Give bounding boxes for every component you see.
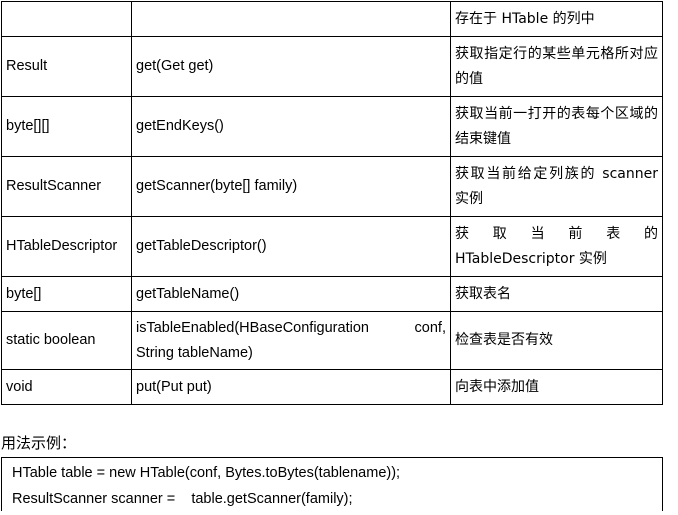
table-row: Result get(Get get) 获取指定行的某些单元格所对应的值 xyxy=(1,36,663,97)
description-cell: 获取当前一打开的表每个区域的结束键值 xyxy=(450,96,663,157)
type-cell: ResultScanner xyxy=(1,156,132,217)
table-row: 存在于 HTable 的列中 xyxy=(1,1,663,37)
type-cell: byte[][] xyxy=(1,96,132,157)
description-cell: 获取指定行的某些单元格所对应的值 xyxy=(450,36,663,97)
method-cell: isTableEnabled(HBaseConfiguration conf, … xyxy=(131,311,451,370)
api-method-table: 存在于 HTable 的列中 Result get(Get get) 获取指定行… xyxy=(1,1,663,405)
type-cell: void xyxy=(1,369,132,405)
type-cell: static boolean xyxy=(1,311,132,370)
type-cell xyxy=(1,1,132,37)
type-cell: Result xyxy=(1,36,132,97)
table-row: void put(Put put) 向表中添加值 xyxy=(1,369,663,405)
method-cell: get(Get get) xyxy=(131,36,451,97)
type-cell: byte[] xyxy=(1,276,132,312)
description-line: 获 取 当 前 表 的 xyxy=(455,225,658,242)
description-cell: 获取表名 xyxy=(450,276,663,312)
description-cell: 获取当前给定列族的 scanner 实例 xyxy=(450,156,663,217)
description-line: HTableDescriptor 实例 xyxy=(455,250,607,267)
description-cell: 检查表是否有效 xyxy=(450,311,663,370)
description-cell: 获 取 当 前 表 的 HTableDescriptor 实例 xyxy=(450,216,663,277)
description-cell: 存在于 HTable 的列中 xyxy=(450,1,663,37)
code-line: ResultScanner scanner = table.getScanner… xyxy=(12,491,353,507)
method-cell: getTableDescriptor() xyxy=(131,216,451,277)
method-cell: getScanner(byte[] family) xyxy=(131,156,451,217)
usage-heading: 用法示例： xyxy=(1,434,77,452)
type-cell: HTableDescriptor xyxy=(1,216,132,277)
method-cell xyxy=(131,1,451,37)
table-row: HTableDescriptor getTableDescriptor() 获 … xyxy=(1,216,663,277)
table-row: byte[] getTableName() 获取表名 xyxy=(1,276,663,312)
method-cell: getEndKeys() xyxy=(131,96,451,157)
code-line: HTable table = new HTable(conf, Bytes.to… xyxy=(12,465,401,481)
method-cell: put(Put put) xyxy=(131,369,451,405)
table-row: byte[][] getEndKeys() 获取当前一打开的表每个区域的结束键值 xyxy=(1,96,663,157)
code-example-box: HTable table = new HTable(conf, Bytes.to… xyxy=(1,457,663,511)
description-cell: 向表中添加值 xyxy=(450,369,663,405)
table-row: static boolean isTableEnabled(HBaseConfi… xyxy=(1,311,663,370)
table-row: ResultScanner getScanner(byte[] family) … xyxy=(1,156,663,217)
method-cell: getTableName() xyxy=(131,276,451,312)
